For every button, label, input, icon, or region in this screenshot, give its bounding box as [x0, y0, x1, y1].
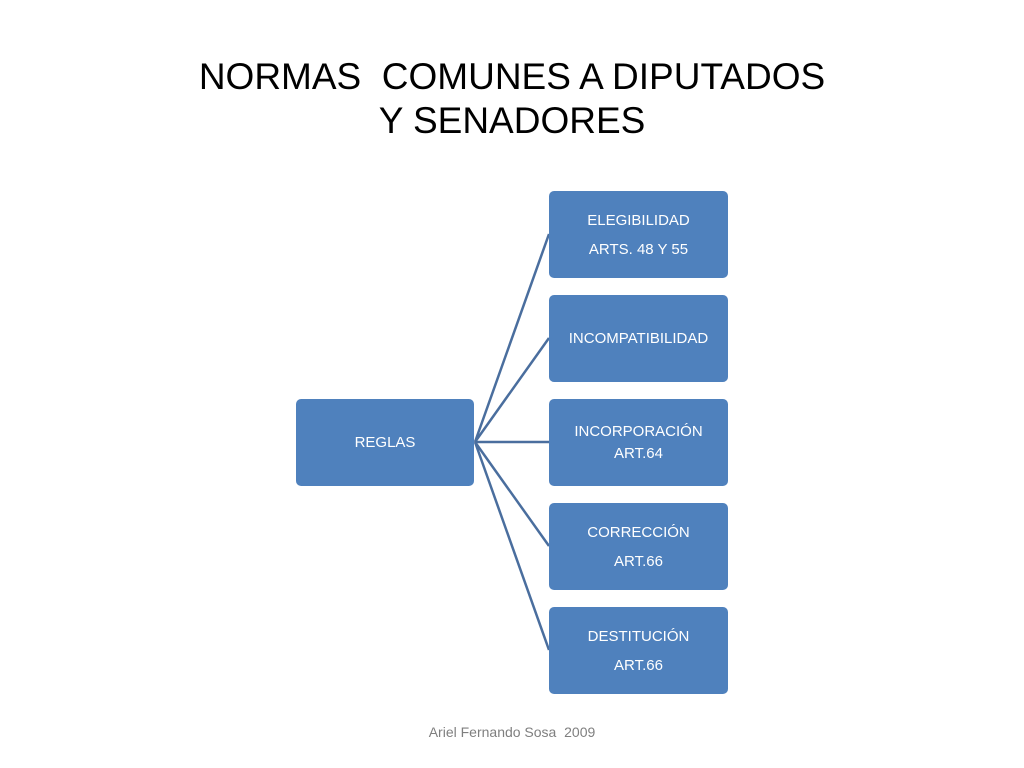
node-reglas-label: REGLAS [354, 434, 416, 451]
node-elegibilidad-label: ELEGIBILIDAD [587, 211, 690, 229]
node-reglas: REGLAS [296, 399, 474, 486]
connector-elegibilidad [473, 233, 551, 443]
slide-footer: Ariel Fernando Sosa 2009 [428, 724, 596, 740]
node-destitucion: DESTITUCIÓN ART.66 [549, 607, 728, 694]
node-correccion-label: CORRECCIÓN [587, 523, 690, 541]
node-incorporacion: INCORPORACIÓN ART.64 [549, 399, 728, 486]
title-line-2: Y SENADORES [378, 100, 646, 141]
node-destitucion-article: ART.66 [614, 656, 663, 674]
connector-incompatibilidad [473, 337, 551, 443]
node-destitucion-label: DESTITUCIÓN [587, 627, 690, 645]
slide-title: NORMAS COMUNES A DIPUTADOS Y SENADORES [0, 55, 1024, 143]
title-line-1: NORMAS COMUNES A DIPUTADOS [198, 56, 826, 97]
node-correccion-article: ART.66 [614, 552, 663, 570]
node-incompatibilidad-label: INCOMPATIBILIDAD [568, 330, 709, 347]
node-elegibilidad-article: ARTS. 48 Y 55 [588, 240, 689, 258]
node-incompatibilidad: INCOMPATIBILIDAD [549, 295, 728, 382]
connector-correccion [473, 441, 551, 547]
node-incorporacion-article: ART.64 [614, 444, 663, 462]
node-incorporacion-label: INCORPORACIÓN [574, 422, 703, 440]
node-correccion: CORRECCIÓN ART.66 [549, 503, 728, 590]
node-elegibilidad: ELEGIBILIDAD ARTS. 48 Y 55 [549, 191, 728, 278]
connector-destitucion [473, 441, 551, 651]
